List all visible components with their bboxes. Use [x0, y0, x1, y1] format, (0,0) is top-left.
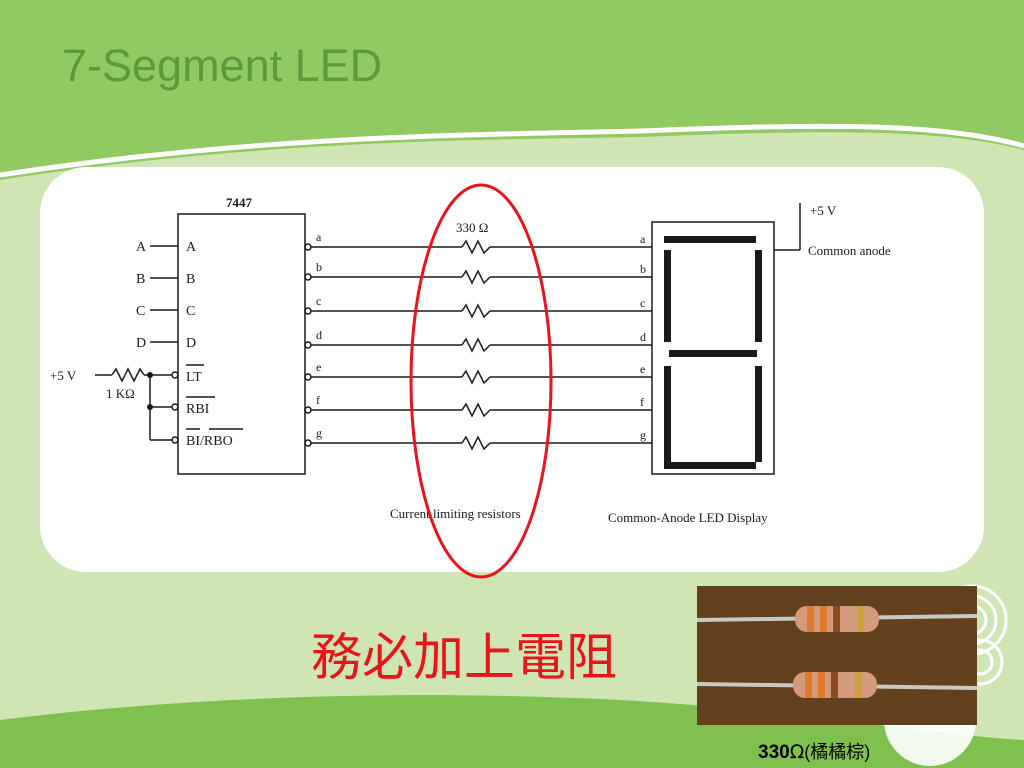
highlight-ellipse — [409, 183, 553, 579]
resistor-photo-graphic — [696, 586, 978, 725]
resistor-symbol-3 — [461, 337, 491, 353]
pin-a-label: A — [186, 240, 197, 255]
input-c-label: C — [136, 304, 145, 319]
output-bubble-5 — [304, 406, 312, 414]
diagram-card — [40, 167, 984, 572]
resistor-2 — [793, 672, 877, 698]
pin-b-label: B — [186, 272, 195, 287]
caption-value: 330 — [758, 742, 790, 763]
pin-lt-label: LT — [186, 370, 202, 385]
output-bubble-1 — [304, 273, 312, 281]
pin-rbi-label: RBI — [186, 402, 210, 417]
input-a-label: A — [136, 240, 147, 255]
segment-f — [664, 250, 671, 342]
caption-detail: (橘橘棕) — [804, 742, 871, 762]
output-label-4: e — [316, 360, 321, 374]
resistor-caption: 330Ω(橘橘棕) — [758, 738, 870, 764]
display-pin-label-2: c — [640, 296, 645, 310]
resistor-note: 務必加上電阻 — [311, 629, 618, 688]
resistor-symbol-6 — [461, 435, 491, 451]
output-label-3: d — [316, 328, 322, 342]
display-pin-label-0: a — [640, 232, 646, 246]
output-label-2: c — [316, 294, 321, 308]
display-pin-label-6: g — [640, 428, 646, 442]
ic-label: 7447 — [226, 195, 253, 210]
pin-c-label: C — [186, 304, 195, 319]
resistor-1 — [795, 606, 879, 632]
slide-title: 7-Segment LED — [62, 40, 383, 91]
output-label-6: g — [316, 426, 322, 440]
segment-e — [664, 366, 671, 462]
output-label-1: b — [316, 260, 322, 274]
display-pin-label-3: d — [640, 330, 646, 344]
output-bubble-2 — [304, 307, 312, 315]
resistor-symbol-2 — [461, 303, 491, 319]
resistor-value-label: 330 Ω — [456, 220, 488, 235]
input-d-label: D — [136, 336, 146, 351]
pullup-label: 1 KΩ — [106, 386, 135, 401]
display-pin-label-1: b — [640, 262, 646, 276]
input-b-label: B — [136, 272, 145, 287]
resistor-symbol-0 — [461, 239, 491, 255]
supply-right-label: +5 V — [810, 203, 837, 218]
caption-symbol: Ω — [789, 741, 805, 763]
output-bubble-6 — [304, 439, 312, 447]
display-pin-label-5: f — [640, 395, 644, 409]
pin-d-label: D — [186, 336, 196, 351]
resistor-symbol-4 — [461, 369, 491, 385]
segment-d — [664, 462, 756, 469]
output-bubble-3 — [304, 341, 312, 349]
pin-bi-rbo-label: BI/RBO — [186, 434, 233, 449]
resistor-symbol-5 — [461, 402, 491, 418]
common-anode-label: Common anode — [808, 243, 891, 258]
display-pin-label-4: e — [640, 362, 645, 376]
output-label-5: f — [316, 393, 320, 407]
display-caption: Common-Anode LED Display — [608, 510, 768, 525]
resistors-caption: Current limiting resistors — [390, 506, 521, 521]
segment-a — [664, 236, 756, 243]
output-bubble-0 — [304, 243, 312, 251]
segment-b — [755, 250, 762, 342]
resistor-photo — [696, 586, 978, 725]
supply-left-label: +5 V — [50, 368, 77, 383]
resistor-symbol-1 — [461, 269, 491, 285]
output-label-0: a — [316, 230, 322, 244]
output-bubble-4 — [304, 373, 312, 381]
segment-c — [755, 366, 762, 462]
segment-g — [669, 350, 757, 357]
